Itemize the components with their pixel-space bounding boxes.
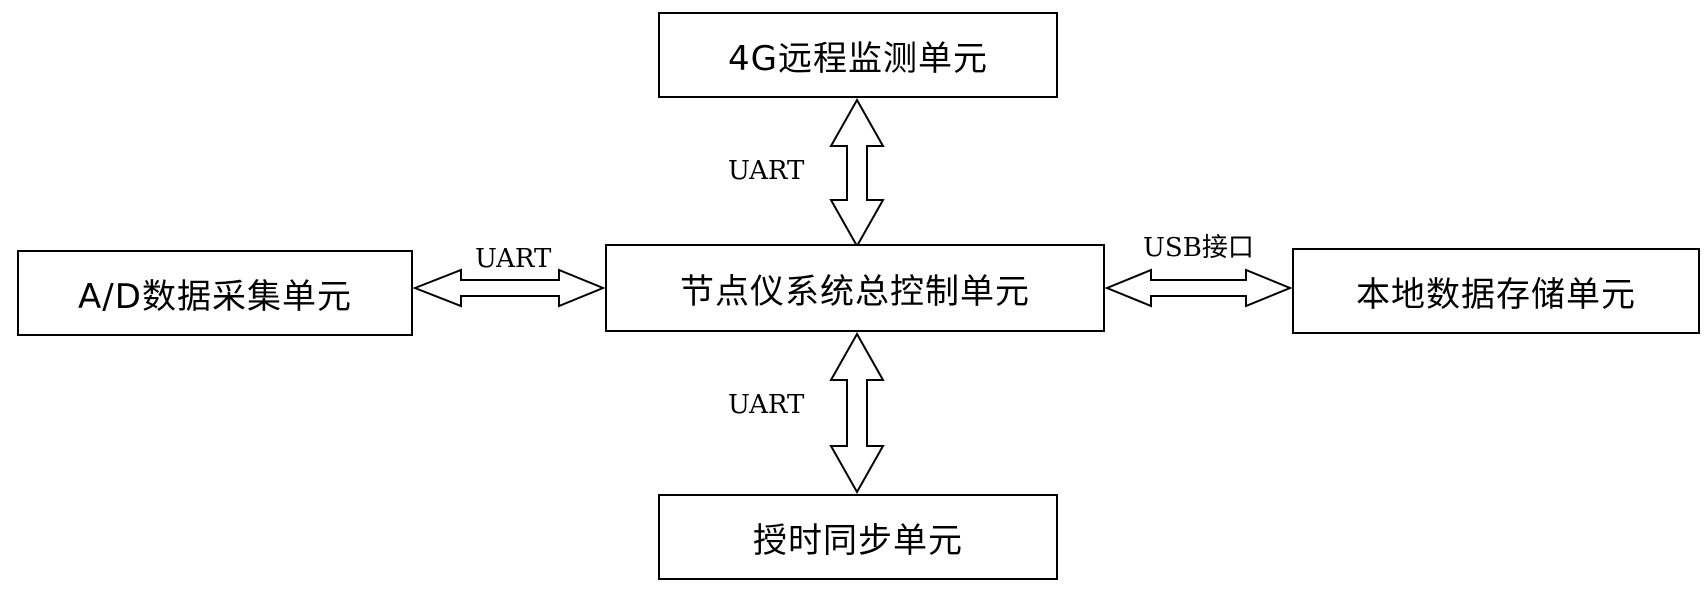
arrow-bottom-link: [829, 331, 885, 495]
remote-monitoring-unit-label: 4G远程监测单元: [728, 38, 988, 79]
timing-sync-unit-label: 授时同步单元: [753, 520, 963, 561]
ad-acquisition-unit-box: A/D数据采集单元: [17, 250, 413, 336]
arrow-top-link: [829, 97, 885, 249]
local-storage-unit-label: 本地数据存储单元: [1356, 274, 1636, 315]
master-control-unit-box: 节点仪系统总控制单元: [605, 244, 1105, 332]
arrow-left-link: [412, 268, 606, 308]
timing-sync-unit-box: 授时同步单元: [658, 494, 1058, 580]
link-label-top: UART: [728, 156, 805, 186]
link-label-left: UART: [475, 244, 552, 274]
master-control-unit-label: 节点仪系统总控制单元: [680, 271, 1030, 312]
arrow-right-link: [1104, 268, 1293, 308]
remote-monitoring-unit-box: 4G远程监测单元: [658, 12, 1058, 98]
ad-acquisition-unit-label: A/D数据采集单元: [78, 276, 352, 317]
link-label-bottom: UART: [728, 390, 805, 420]
link-label-right: USB接口: [1143, 233, 1254, 263]
local-storage-unit-box: 本地数据存储单元: [1292, 248, 1700, 334]
